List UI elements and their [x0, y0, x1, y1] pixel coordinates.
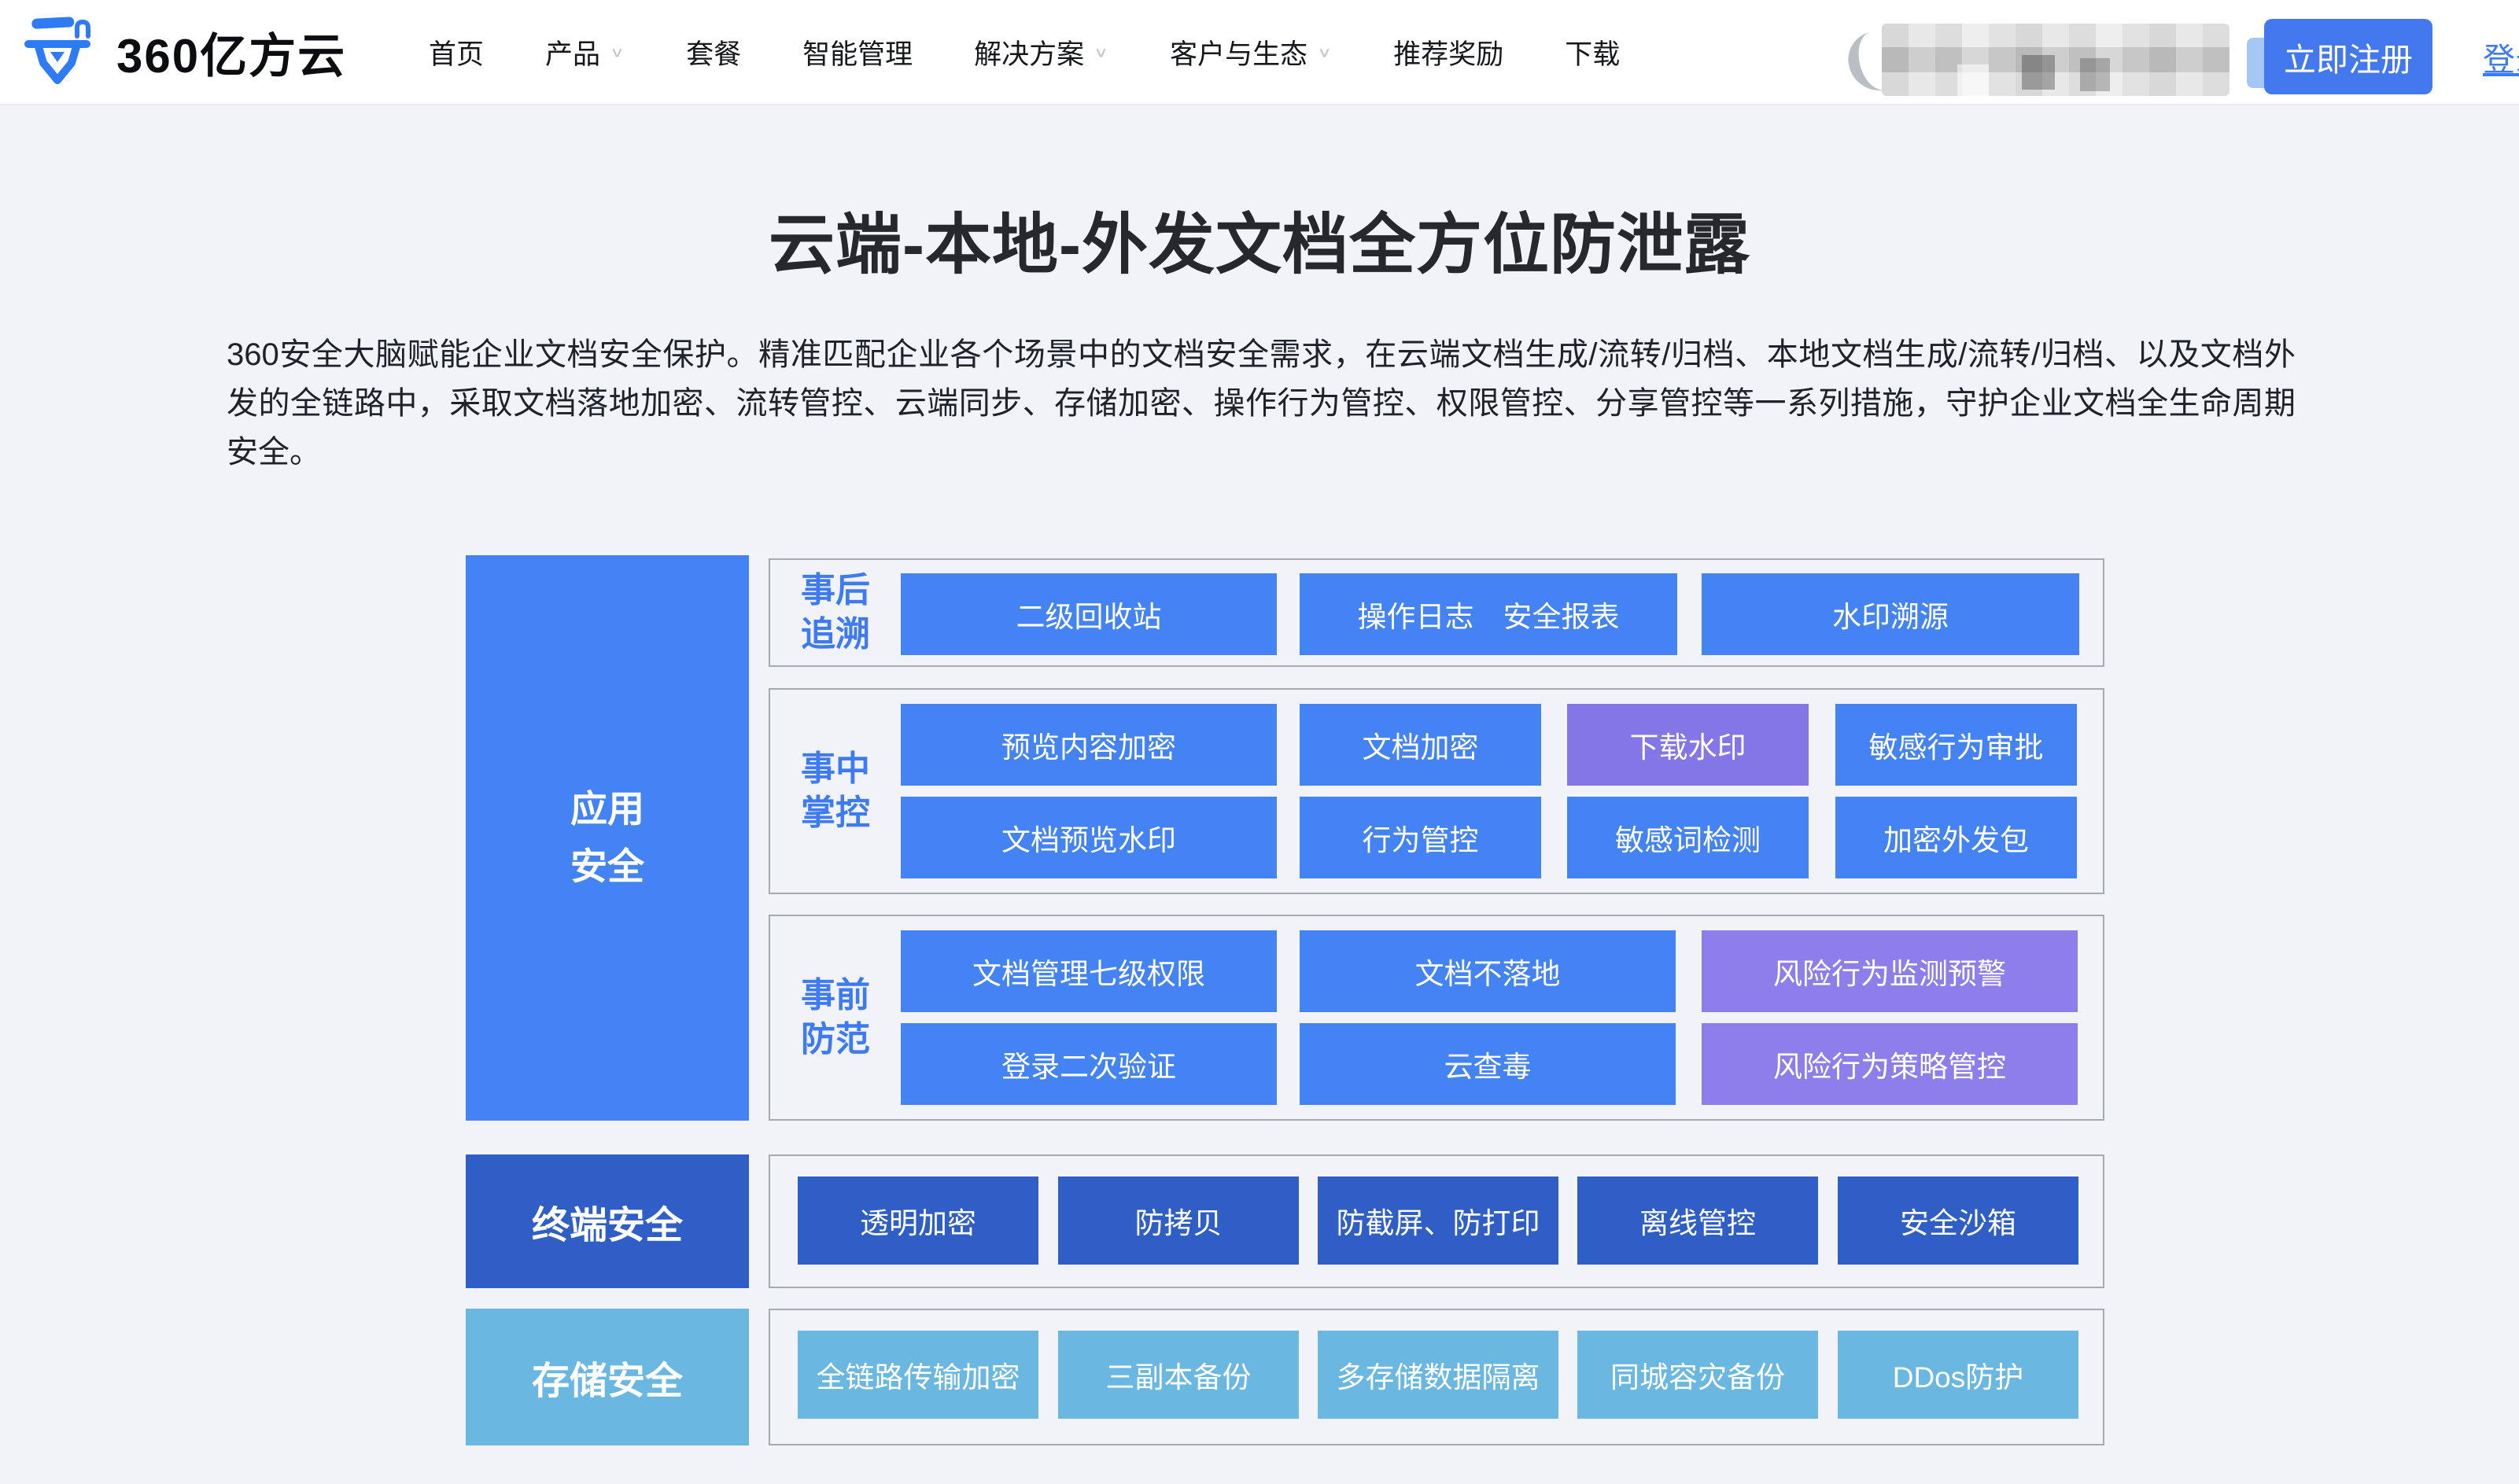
feature-box: 登录二次验证	[901, 1023, 1277, 1105]
feature-box: 文档预览水印	[901, 797, 1277, 878]
feature-box: 加密外发包	[1835, 797, 2077, 878]
panel-in-process-control	[769, 688, 2104, 894]
feature-box: DDos防护	[1838, 1331, 2078, 1419]
panel-terminal-security-features	[769, 1154, 2104, 1288]
feature-box: 预览内容加密	[901, 704, 1277, 786]
feature-box: 行为管控	[1300, 797, 1541, 878]
feature-box: 离线管控	[1577, 1177, 1818, 1265]
page-description: 360安全大脑赋能企业文档安全保护。精准匹配企业各个场景中的文档安全需求，在云端…	[227, 337, 2296, 470]
nav-item-download[interactable]: 下载	[1565, 39, 1621, 70]
feature-box: 防拷贝	[1058, 1177, 1299, 1265]
register-button[interactable]: 立即注册	[2264, 19, 2432, 94]
chevron-down-icon: ∨	[1094, 43, 1109, 61]
nav-item-plans[interactable]: 套餐	[686, 39, 742, 70]
feature-box: 操作日志 安全报表	[1300, 573, 1677, 655]
category-storage-security: 存储安全	[466, 1309, 749, 1445]
feature-box: 风险行为监测预警	[1702, 930, 2078, 1012]
chevron-down-icon: ∨	[1317, 43, 1333, 61]
feature-box: 多存储数据隔离	[1318, 1331, 1558, 1419]
feature-box: 三副本备份	[1058, 1331, 1299, 1419]
feature-box: 水印溯源	[1702, 573, 2079, 655]
feature-box: 敏感行为审批	[1835, 704, 2077, 786]
feature-box: 敏感词检测	[1567, 797, 1809, 878]
category-application-security: 应用安全	[466, 555, 749, 1121]
feature-box: 防截屏、防打印	[1318, 1177, 1558, 1265]
feature-box: 风险行为策略管控	[1702, 1023, 2078, 1105]
phase-label-before: 事前防范	[801, 976, 870, 1059]
feature-box: 全链路传输加密	[798, 1331, 1038, 1419]
nav-item-smart-management[interactable]: 智能管理	[802, 39, 913, 70]
nav-item-products[interactable]: 产品∨	[545, 39, 625, 70]
panel-advance-prevention	[769, 915, 2104, 1121]
logo-text: 360亿方云	[116, 29, 347, 83]
phase-label-during: 事中掌控	[801, 749, 870, 832]
nav-item-referral-rewards[interactable]: 推荐奖励	[1393, 39, 1504, 70]
nav-item-customers-ecosystem[interactable]: 客户与生态∨	[1170, 39, 1333, 70]
top-navigation-bar: 360亿方云 首页 产品∨ 套餐 智能管理 解决方案∨ 客户与生态∨ 推荐奖励 …	[0, 0, 2519, 104]
nav-item-home[interactable]: 首页	[429, 39, 485, 70]
shield-pen-icon	[22, 14, 94, 90]
page-title: 云端-本地-外发文档全方位防泄露	[769, 208, 1750, 282]
panel-storage-security-features	[769, 1309, 2104, 1445]
category-terminal-security: 终端安全	[466, 1154, 749, 1288]
login-link[interactable]: 登录	[2483, 42, 2519, 78]
panel-after-the-fact-tracing	[769, 558, 2104, 667]
phase-label-after: 事后追溯	[801, 571, 870, 654]
blurred-phone-number	[1882, 24, 2229, 96]
feature-box: 二级回收站	[901, 573, 1277, 655]
chevron-down-icon: ∨	[610, 43, 625, 61]
feature-box: 文档管理七级权限	[901, 930, 1277, 1012]
feature-box: 云查毒	[1300, 1023, 1676, 1105]
logo[interactable]: 360亿方云	[22, 13, 346, 91]
feature-box: 文档加密	[1300, 704, 1541, 786]
feature-box: 安全沙箱	[1838, 1177, 2078, 1265]
main-nav: 首页 产品∨ 套餐 智能管理 解决方案∨ 客户与生态∨ 推荐奖励 下载	[429, 0, 1620, 104]
feature-box: 透明加密	[798, 1177, 1038, 1265]
nav-item-solutions[interactable]: 解决方案∨	[974, 39, 1109, 70]
feature-box: 下载水印	[1567, 704, 1809, 786]
feature-box: 同城容灾备份	[1577, 1331, 1818, 1419]
feature-box: 文档不落地	[1300, 930, 1676, 1012]
